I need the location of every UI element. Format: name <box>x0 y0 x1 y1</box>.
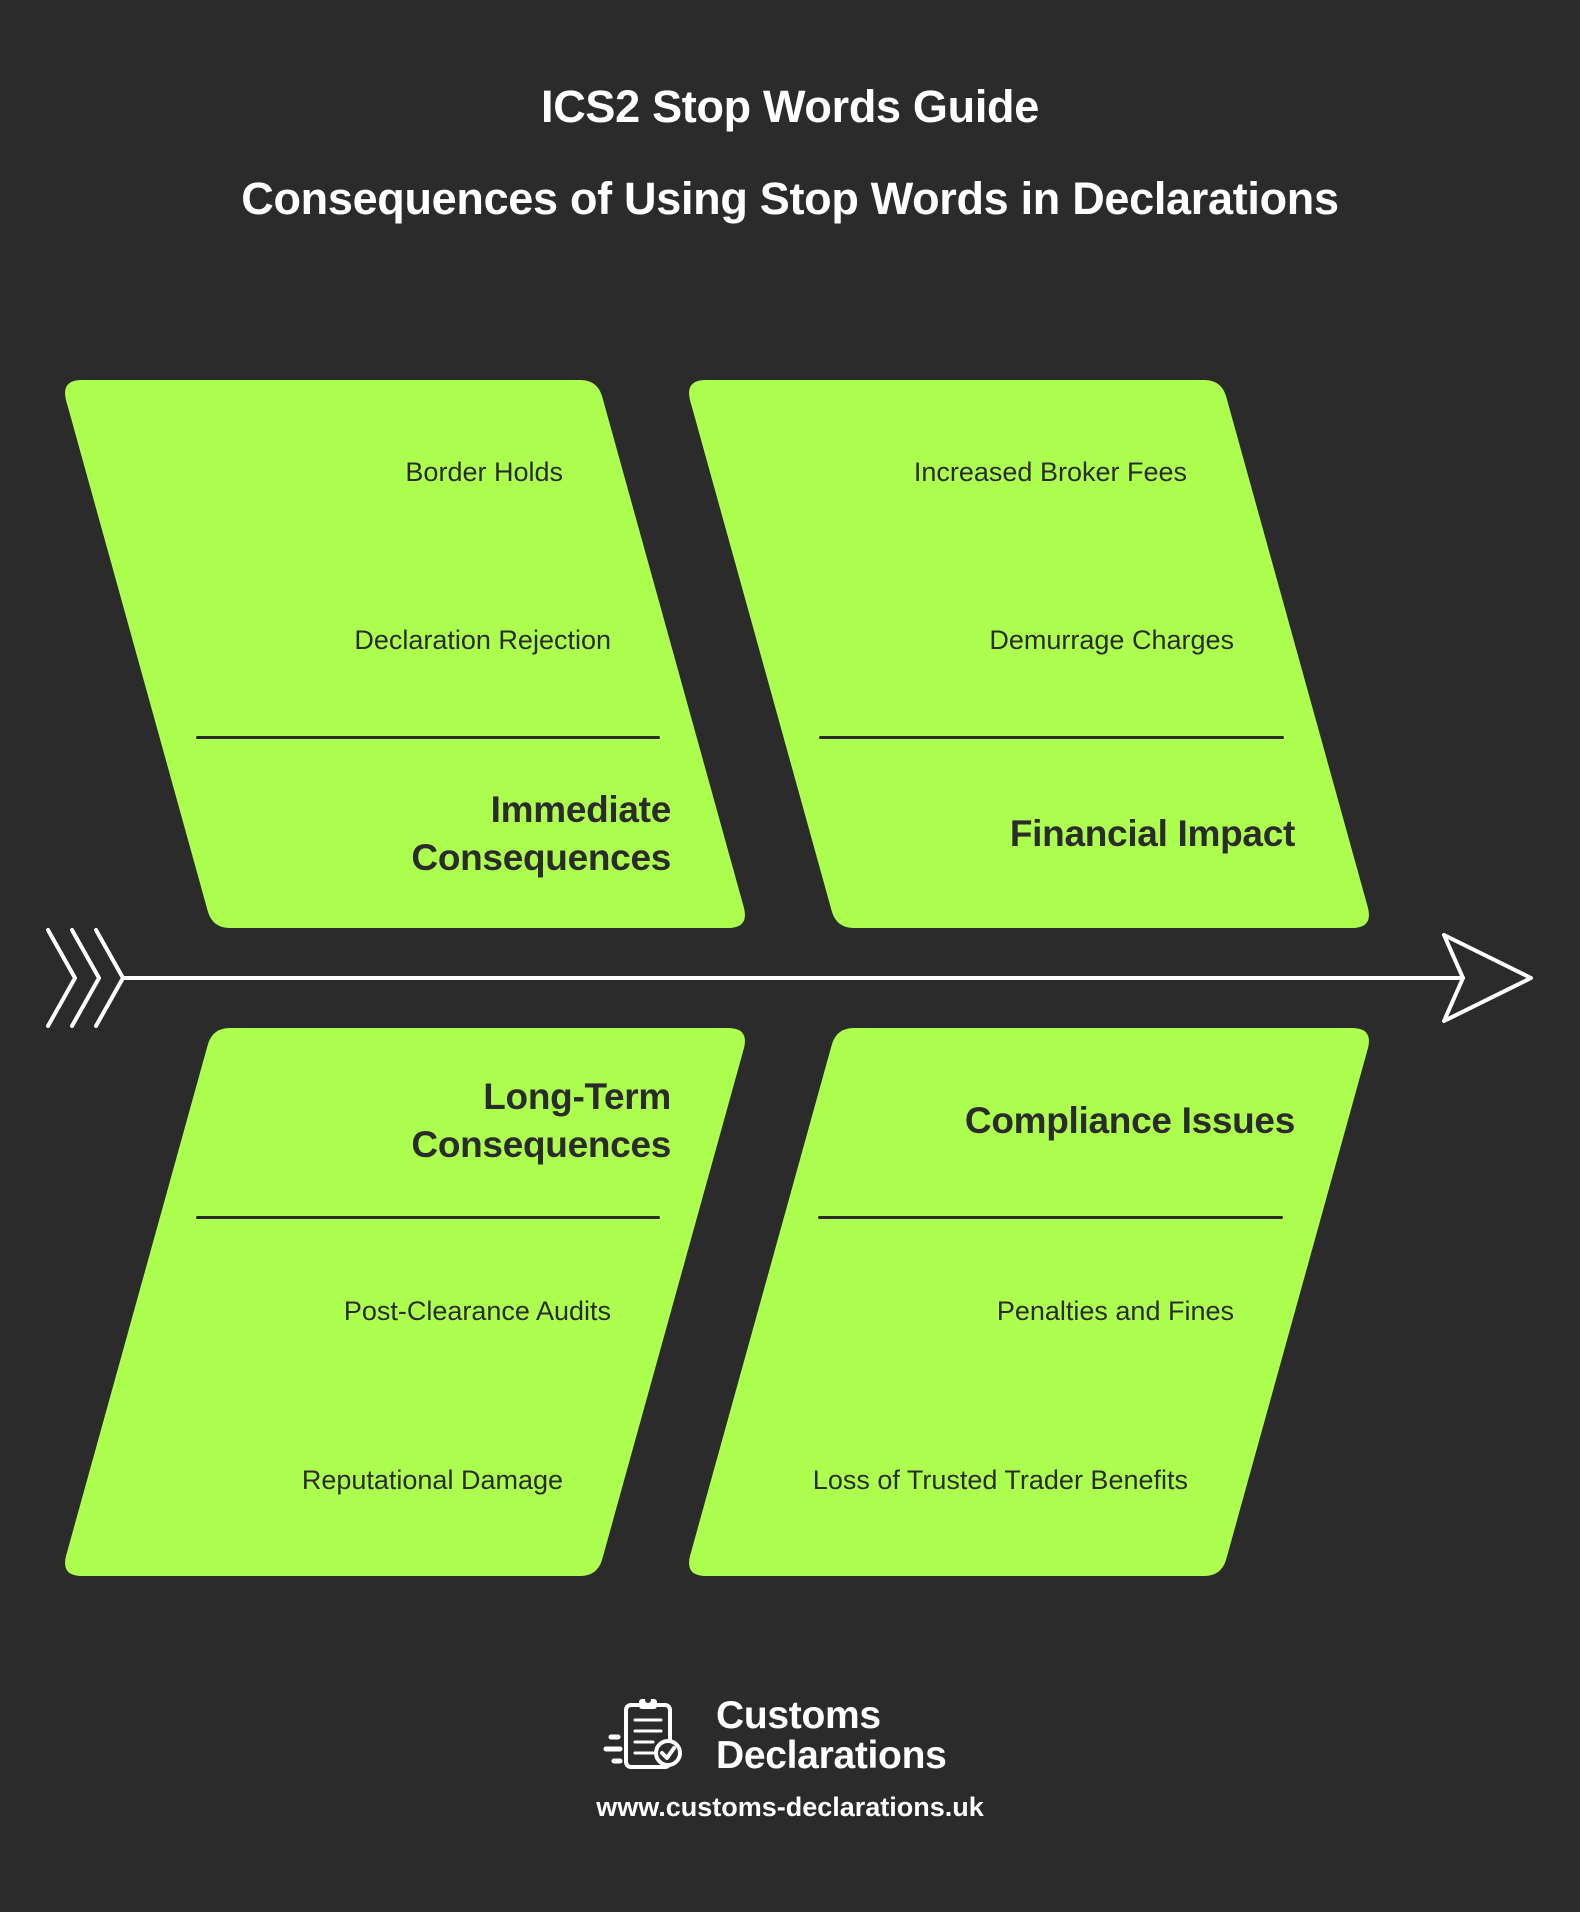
list-item: Post-Clearance Audits <box>343 1296 611 1326</box>
brand-name-line1: Customs <box>716 1694 881 1737</box>
card-heading-line: Financial Impact <box>1009 813 1295 854</box>
card-divider <box>818 1216 1283 1219</box>
list-item: Border Holds <box>405 457 563 487</box>
card-long-term-consequences <box>65 1028 745 1576</box>
tail-chevron-icon <box>46 928 77 1028</box>
card-heading-line: Compliance Issues <box>964 1100 1295 1141</box>
arrowhead-icon <box>1442 933 1533 1023</box>
card-heading-line: Immediate <box>490 789 672 830</box>
list-item: Loss of Trusted Trader Benefits <box>812 1465 1188 1495</box>
list-item: Reputational Damage <box>301 1465 563 1495</box>
card-divider <box>196 1216 660 1219</box>
list-item: Declaration Rejection <box>354 625 611 655</box>
list-item: Penalties and Fines <box>996 1296 1234 1326</box>
card-compliance-issues <box>689 1028 1369 1576</box>
card-immediate-consequences <box>65 380 745 928</box>
page-title: ICS2 Stop Words Guide <box>541 81 1039 132</box>
card-heading: Immediate Consequences <box>411 786 671 882</box>
clipboard-check-icon <box>603 1697 682 1769</box>
tail-chevron-icon <box>70 928 101 1028</box>
card-heading: Compliance Issues <box>965 1097 1295 1145</box>
card-heading: Financial Impact <box>1010 810 1295 858</box>
list-item: Demurrage Charges <box>989 625 1234 655</box>
fishbone-spine-arrow <box>46 928 1533 1028</box>
website-url[interactable]: www.customs-declarations.uk <box>596 1792 984 1822</box>
card-divider <box>196 736 660 739</box>
card-financial-impact <box>689 380 1369 928</box>
card-heading-line: Consequences <box>411 1124 671 1165</box>
card-heading-line: Consequences <box>411 837 671 878</box>
card-heading: Long-Term Consequences <box>411 1073 671 1169</box>
card-divider <box>819 736 1284 739</box>
tail-chevron-icon <box>94 928 125 1028</box>
brand-name-line2: Declarations <box>716 1734 947 1777</box>
card-heading-line: Long-Term <box>483 1076 671 1117</box>
list-item: Increased Broker Fees <box>913 457 1187 487</box>
page-subtitle: Consequences of Using Stop Words in Decl… <box>241 173 1339 224</box>
